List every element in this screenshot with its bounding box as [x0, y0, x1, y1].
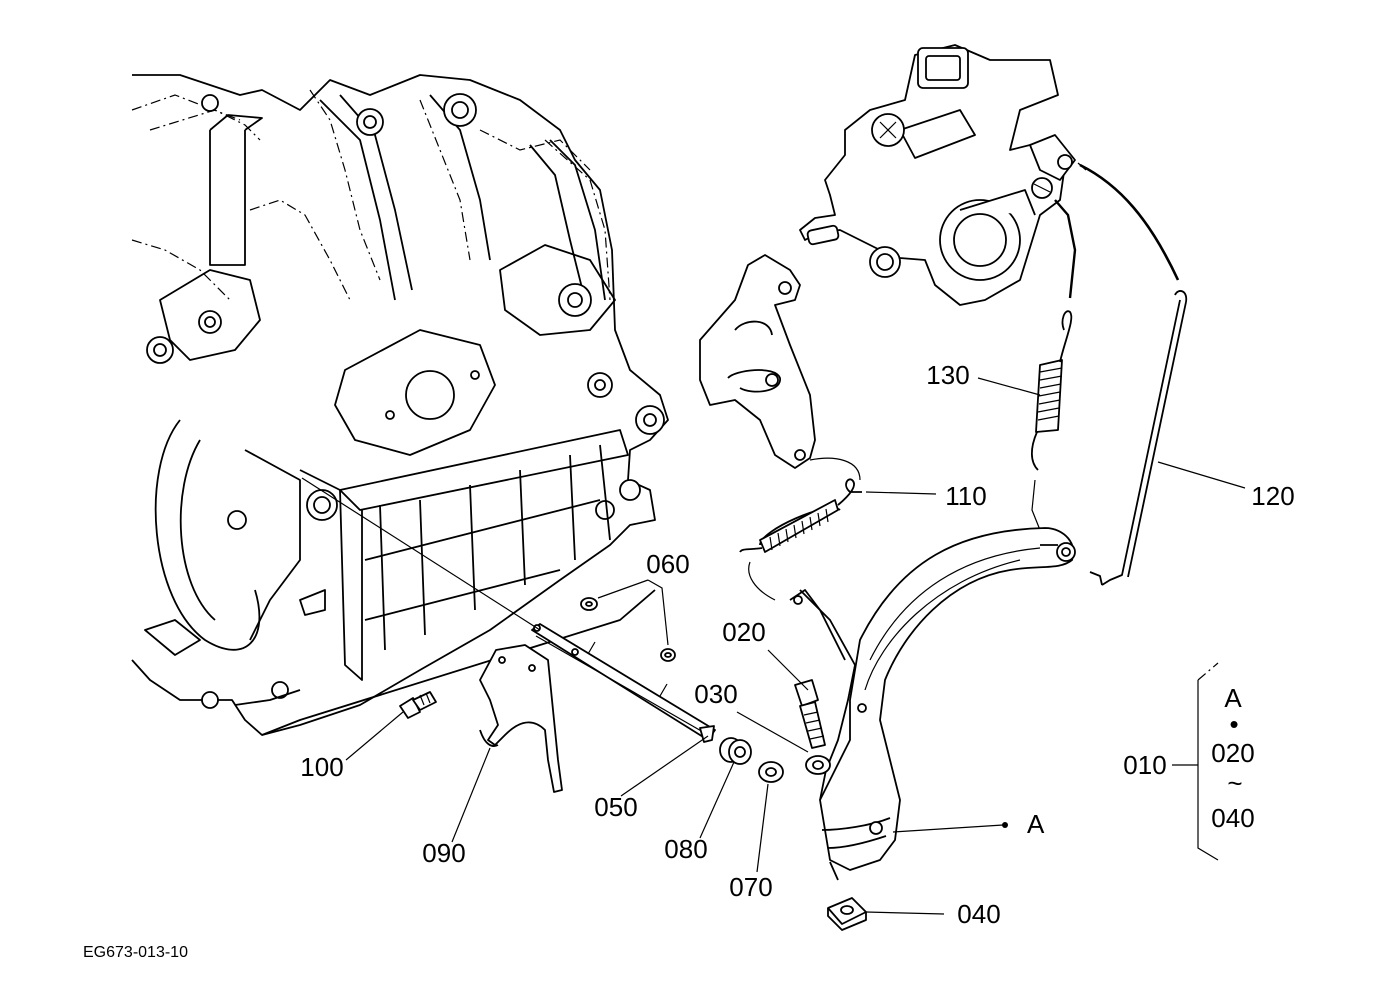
callout-120: 120 [1251, 481, 1294, 511]
group-dot: • [1229, 709, 1238, 739]
plate-090-illustration [479, 644, 563, 793]
group-reference-a: A [1224, 683, 1242, 713]
engine-block-illustration [131, 74, 669, 736]
callout-050: 050 [594, 792, 637, 822]
callout-020: 020 [722, 617, 765, 647]
leader-lines [301, 377, 1246, 915]
bolt-020-illustration [794, 679, 826, 749]
throttle-body-illustration [799, 44, 1076, 306]
callout-040: 040 [957, 899, 1000, 929]
callout-070: 070 [729, 872, 772, 902]
spring-130-illustration [1030, 199, 1077, 531]
spring-110-illustration [739, 457, 862, 601]
callout-080: 080 [664, 834, 707, 864]
washer-070-illustration [758, 761, 784, 783]
callout-010: 010 [1123, 750, 1166, 780]
reference-dot [1002, 822, 1008, 828]
circlip-060-illustration [580, 597, 676, 662]
hook-bracket-illustration [699, 254, 816, 469]
group-range-tilde: ~ [1227, 768, 1242, 798]
callout-060: 060 [646, 549, 689, 579]
callout-030: 030 [694, 679, 737, 709]
shaft-050-illustration [531, 623, 716, 743]
callout-130: 130 [926, 360, 969, 390]
group-range-end: 040 [1211, 803, 1254, 833]
rod-120-illustration [1077, 162, 1188, 586]
callout-110: 110 [945, 481, 986, 511]
bolt-100-illustration [399, 691, 437, 719]
nut-040-illustration [827, 897, 867, 931]
lever-010-illustration [789, 527, 1076, 881]
washer-030-illustration [805, 755, 831, 775]
bushing-080-illustration [719, 737, 752, 765]
lever-reference-a: A [1027, 809, 1045, 839]
figure-id: EG673-013-10 [83, 944, 188, 961]
callout-090: 090 [422, 838, 465, 868]
group-range-start: 020 [1211, 738, 1254, 768]
callout-100: 100 [300, 752, 343, 782]
